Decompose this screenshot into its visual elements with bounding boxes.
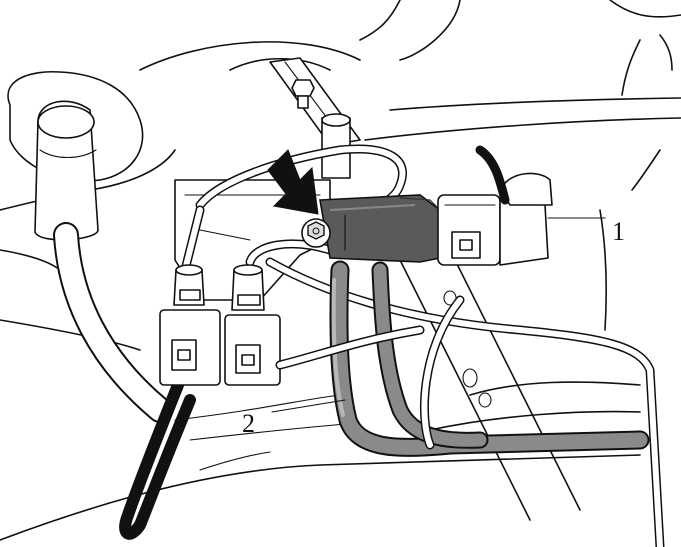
vacuum-connector-left xyxy=(159,264,221,386)
callout-leaders xyxy=(271,217,606,413)
vacuum-hose-left xyxy=(53,222,196,540)
callout-2-label: 2 xyxy=(242,409,255,438)
callout-1-label: 1 xyxy=(612,217,625,246)
vacuum-tube-long xyxy=(265,257,665,547)
coolant-hoses xyxy=(329,260,650,457)
rubber-grommet xyxy=(7,70,144,241)
solenoid-connector xyxy=(437,145,553,266)
wiring-harness xyxy=(275,325,425,370)
arrow-down-right-icon xyxy=(267,149,319,215)
mounting-bracket xyxy=(269,57,361,179)
vacuum-connector-right xyxy=(224,264,281,386)
